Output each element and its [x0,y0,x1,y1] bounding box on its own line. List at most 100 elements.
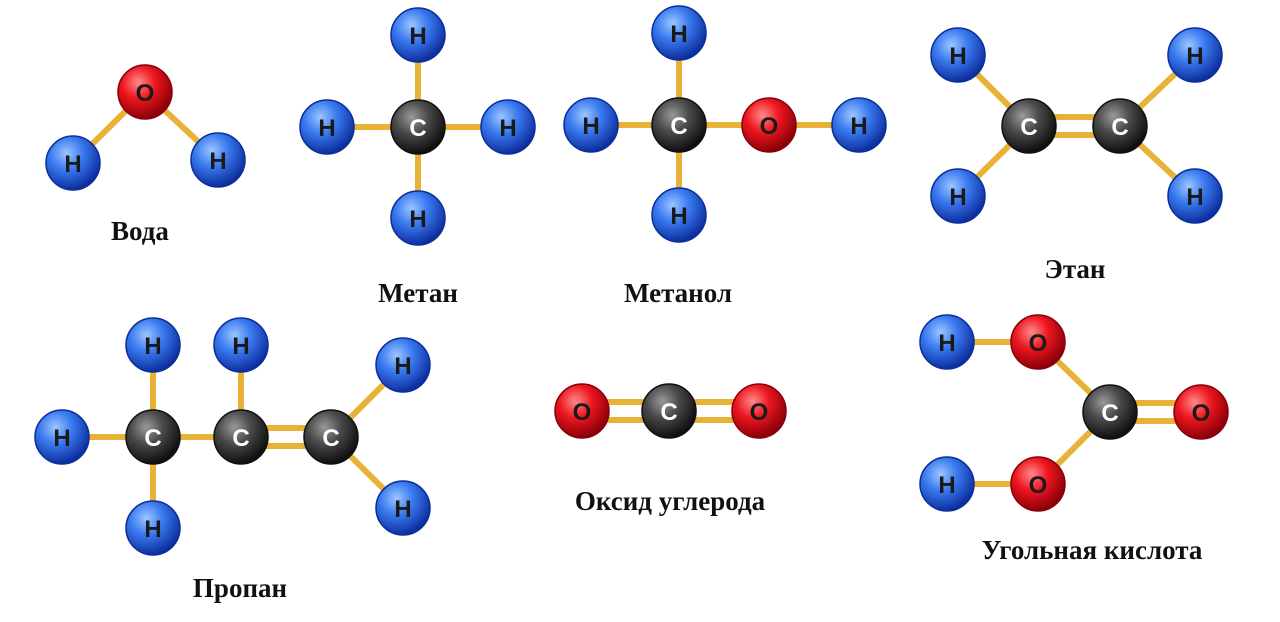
atom-sphere [919,314,975,370]
hydrogen-atom: H [919,314,975,370]
atom-label: C [1101,400,1118,427]
atom-label: H [53,425,70,452]
atom-sphere [651,97,707,153]
carbon-atom: C [390,99,446,155]
atom-sphere [651,5,707,61]
atom-sphere [1092,98,1148,154]
title-propane: Пропан [193,573,287,603]
carbon-atom: C [213,409,269,465]
atom-sphere [375,480,431,536]
atom-sphere [390,7,446,63]
title-water: Вода [111,216,169,246]
atom-label: H [144,333,161,360]
atom-sphere [1167,168,1223,224]
title-methane: Метан [378,278,458,308]
atom-sphere [731,383,787,439]
atom-sphere [651,187,707,243]
atom-label: C [660,399,677,426]
atom-sphere [190,132,246,188]
atom-sphere [213,317,269,373]
atom-label: H [209,148,226,175]
atom-sphere [299,99,355,155]
hydrogen-atom: H [390,190,446,246]
atom-sphere [390,190,446,246]
hydrogen-atom: H [125,317,181,373]
hydrogen-atom: H [480,99,536,155]
atom-label: H [938,472,955,499]
hydrogen-atom: H [390,7,446,63]
title-ethane: Этан [1045,254,1106,284]
molecule-carbonic-acid: C O O O H H [919,314,1229,512]
oxygen-atom: O [1173,384,1229,440]
atom-sphere [930,27,986,83]
hydrogen-atom: H [930,168,986,224]
hydrogen-atom: H [919,456,975,512]
atom-sphere [117,64,173,120]
atom-label: O [1192,400,1211,427]
hydrogen-atom: H [34,409,90,465]
atom-label: O [573,399,592,426]
hydrogen-atom: H [125,500,181,556]
atom-label: C [322,425,339,452]
atom-sphere [741,97,797,153]
atom-label: C [1111,114,1128,141]
atom-label: C [144,425,161,452]
atom-label: H [582,113,599,140]
title-methanol: Метанол [624,278,732,308]
atom-sphere [1082,384,1138,440]
hydrogen-atom: H [563,97,619,153]
atom-label: H [394,353,411,380]
atom-label: H [409,23,426,50]
carbon-atom: C [1082,384,1138,440]
hydrogen-atom: H [831,97,887,153]
atom-sphere [1010,456,1066,512]
hydrogen-atom: H [375,337,431,393]
atom-sphere [213,409,269,465]
atom-sphere [375,337,431,393]
atom-sphere [125,409,181,465]
hydrogen-atom: H [930,27,986,83]
atom-label: H [949,43,966,70]
atom-sphere [390,99,446,155]
oxygen-atom: O [1010,314,1066,370]
oxygen-atom: O [1010,456,1066,512]
carbon-atom: C [1001,98,1057,154]
carbon-atom: C [1092,98,1148,154]
atom-label: H [232,333,249,360]
hydrogen-atom: H [45,135,101,191]
atom-sphere [480,99,536,155]
atom-sphere [919,456,975,512]
atom-sphere [1173,384,1229,440]
atom-sphere [1010,314,1066,370]
titles-layer: Вода Метан Метанол Этан Пропан Оксид угл… [111,216,1203,603]
molecule-water: O H H [45,64,246,191]
atom-label: H [938,330,955,357]
carbon-atom: C [303,409,359,465]
atom-label: H [670,203,687,230]
oxygen-atom: O [554,383,610,439]
atom-label: O [1029,472,1048,499]
carbon-atom: C [125,409,181,465]
oxygen-atom: O [117,64,173,120]
atom-label: H [64,151,81,178]
atom-label: O [750,399,769,426]
atom-label: O [1029,330,1048,357]
hydrogen-atom: H [651,5,707,61]
atom-label: H [670,21,687,48]
carbon-atom: C [641,383,697,439]
atom-sphere [1001,98,1057,154]
atom-label: C [670,113,687,140]
atom-label: H [144,516,161,543]
atom-sphere [125,317,181,373]
atom-sphere [34,409,90,465]
atom-label: H [409,206,426,233]
hydrogen-atom: H [190,132,246,188]
atom-label: C [1020,114,1037,141]
hydrogen-atom: H [375,480,431,536]
atom-sphere [1167,27,1223,83]
oxygen-atom: O [731,383,787,439]
